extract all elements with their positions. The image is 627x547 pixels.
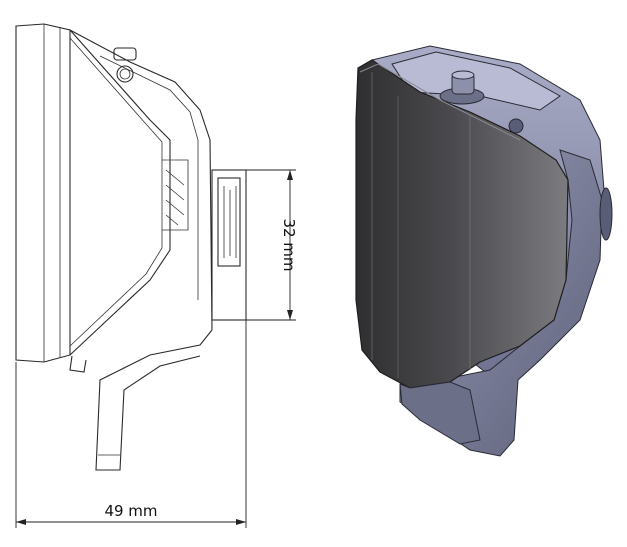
side-view-body: [69, 29, 171, 356]
render-view: [355, 45, 613, 457]
dim-label-height: 32 mm: [280, 218, 298, 271]
side-view-connector-slot: [217, 177, 241, 267]
side-view-clip-top-inner: [99, 55, 199, 300]
side-view-connector: [211, 169, 247, 321]
render-bottom-foot: [399, 381, 481, 445]
render-pin-hole: [508, 118, 524, 134]
side-view-faceplate: [15, 23, 71, 363]
side-view-inner-block: [162, 159, 189, 231]
side-view-pin-hole-inner: [119, 68, 131, 80]
side-view-body-inner: [69, 37, 163, 347]
render-side-knob: [599, 187, 613, 241]
side-view-pin-hole: [116, 65, 134, 83]
side-view-top-pin: [113, 47, 137, 61]
dimension-horizontal: 49 mm: [15, 320, 247, 528]
render-front-shell: [355, 59, 569, 389]
side-view-inner-hatch: [165, 169, 185, 226]
dim-arrow-right: [236, 519, 246, 525]
render-front-top-edge: [359, 63, 521, 141]
dim-label-width: 49 mm: [104, 502, 157, 520]
side-view-clip-top: [69, 29, 213, 331]
render-pin-top: [451, 70, 475, 80]
dim-arrow-bottom: [287, 310, 293, 320]
dim-arrow-left: [16, 519, 26, 525]
side-view-arm: [95, 329, 213, 471]
side-view: [15, 23, 247, 471]
dimension-vertical: 32 mm: [246, 169, 298, 321]
side-view-bottom-nub: [69, 355, 87, 373]
dim-arrow-top: [287, 170, 293, 180]
side-view-connector-ribs: [223, 186, 237, 258]
